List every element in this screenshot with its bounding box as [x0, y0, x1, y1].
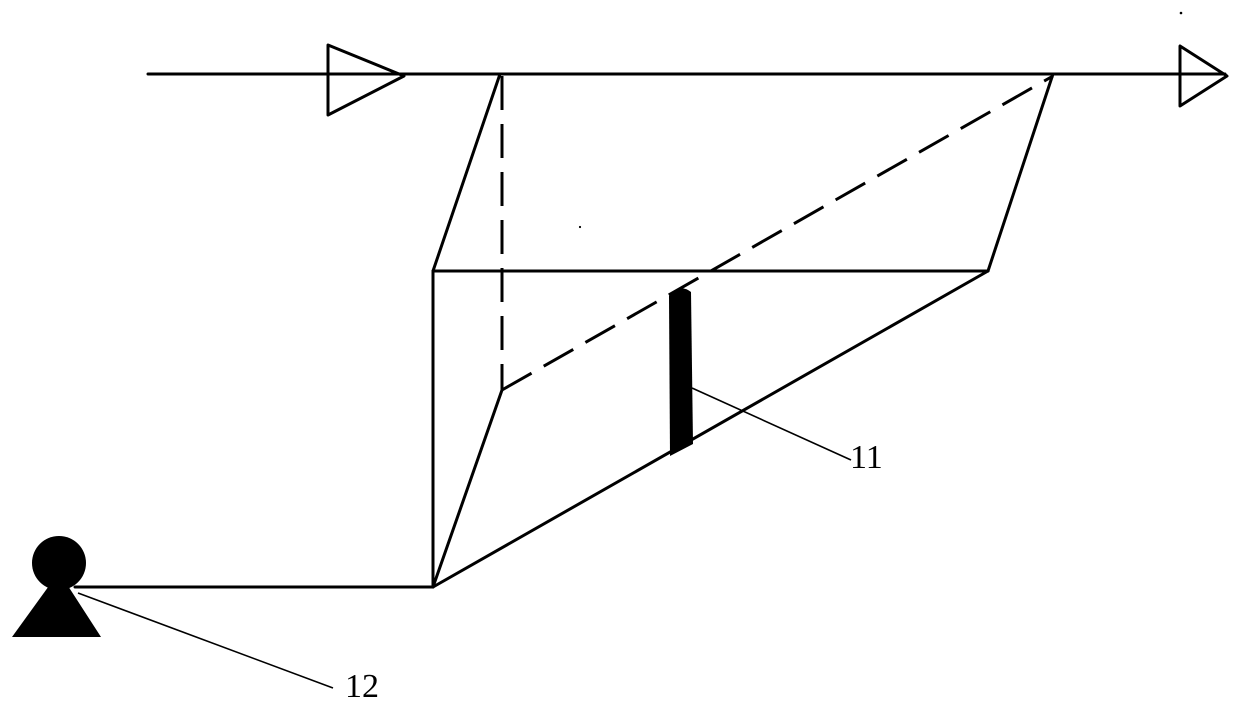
speck-dot [578, 225, 582, 229]
front-diagonal-edge [431, 269, 990, 589]
flow-arrow-icon-left [326, 43, 406, 117]
leader-line-11 [691, 387, 852, 461]
back-right-edge [986, 72, 1055, 273]
back-left-edge [431, 72, 502, 273]
callout-label-11: 11 [850, 439, 883, 476]
person-marker-icon [12, 536, 101, 637]
hidden-bottom-link [431, 388, 504, 589]
speck-dot [1179, 11, 1183, 15]
callout-label-12: 12 [345, 668, 379, 705]
flow-arrow-icon-right [1178, 44, 1229, 108]
hidden-diagonal-edge [501, 74, 1054, 392]
leader-line-12 [77, 592, 334, 689]
wall-element [669, 288, 693, 456]
